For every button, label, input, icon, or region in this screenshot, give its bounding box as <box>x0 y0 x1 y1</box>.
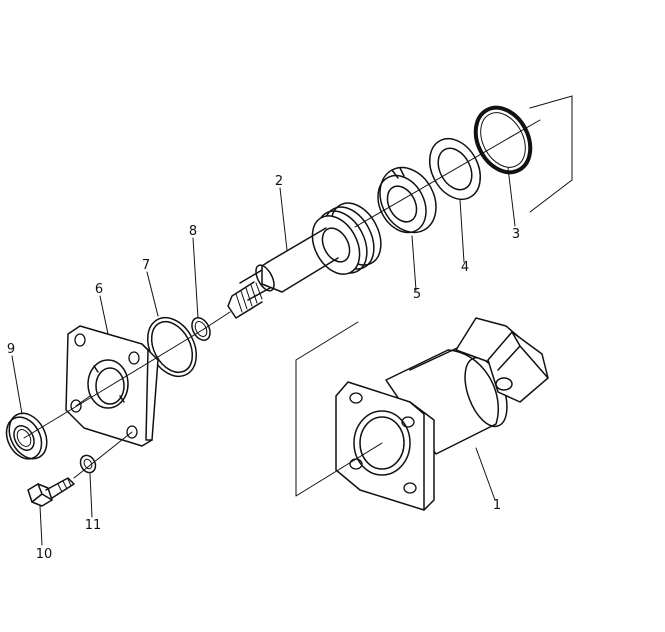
label-part-9: 9 <box>7 342 15 357</box>
snap-ring-part-3 <box>473 105 533 175</box>
lock-washer-part-11 <box>79 454 97 474</box>
label-part-1: 1 <box>493 498 501 513</box>
label-part-11: 11 <box>85 518 102 533</box>
motor-housing-part-1 <box>335 317 549 511</box>
label-part-10: 10 <box>36 547 53 562</box>
o-ring-small-part-8 <box>191 317 211 341</box>
shaft-part-2 <box>227 202 382 319</box>
label-part-5: 5 <box>413 287 421 302</box>
label-part-6: 6 <box>95 282 103 297</box>
part-labels: 2 3 4 5 6 7 8 9 10 11 1 <box>7 174 520 562</box>
label-part-8: 8 <box>189 224 197 239</box>
label-part-3: 3 <box>512 227 520 242</box>
assembly-lines <box>23 95 573 497</box>
label-part-7: 7 <box>142 258 150 273</box>
leader-lines <box>11 167 516 546</box>
label-part-2: 2 <box>275 174 283 189</box>
label-part-4: 4 <box>461 260 469 275</box>
bolt-part-10 <box>27 477 75 507</box>
flange-part-6 <box>65 325 159 447</box>
split-ring-part-5 <box>377 166 437 234</box>
